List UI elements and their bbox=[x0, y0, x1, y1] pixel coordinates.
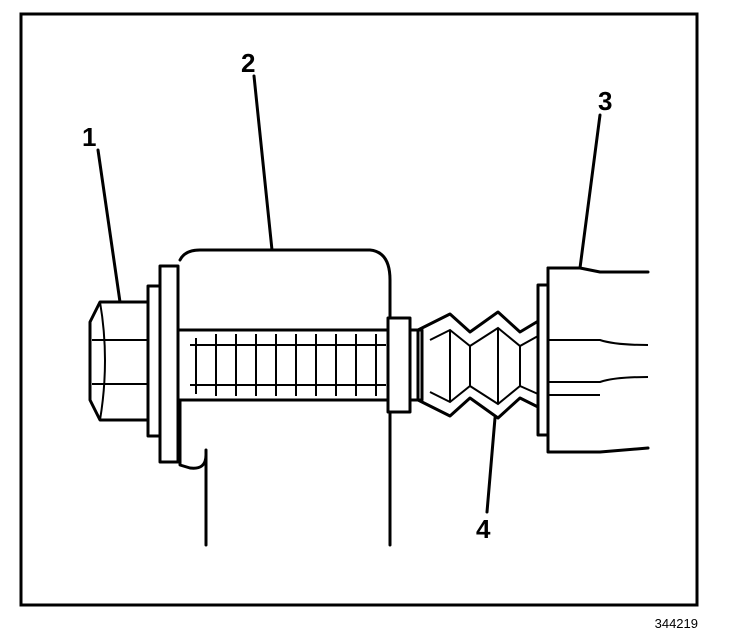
diagram-frame bbox=[19, 12, 699, 607]
housing-body bbox=[178, 248, 392, 547]
callout-label-3: 3 bbox=[598, 86, 612, 116]
leader-line-2 bbox=[252, 74, 274, 252]
leader-line-1 bbox=[96, 148, 122, 304]
leader-line-4 bbox=[485, 416, 497, 514]
bolt-washer bbox=[146, 264, 180, 464]
threaded-shaft bbox=[176, 328, 390, 402]
callout-label-1: 1 bbox=[82, 122, 96, 152]
figure-id: 344219 bbox=[655, 616, 698, 631]
bellows-boot bbox=[416, 310, 542, 420]
tie-rod-end bbox=[536, 266, 650, 454]
leader-line-3 bbox=[578, 113, 602, 270]
callout-label-4: 4 bbox=[476, 514, 491, 544]
leader-lines bbox=[96, 74, 602, 514]
callout-label-2: 2 bbox=[241, 48, 255, 78]
bolt-head bbox=[88, 300, 150, 422]
